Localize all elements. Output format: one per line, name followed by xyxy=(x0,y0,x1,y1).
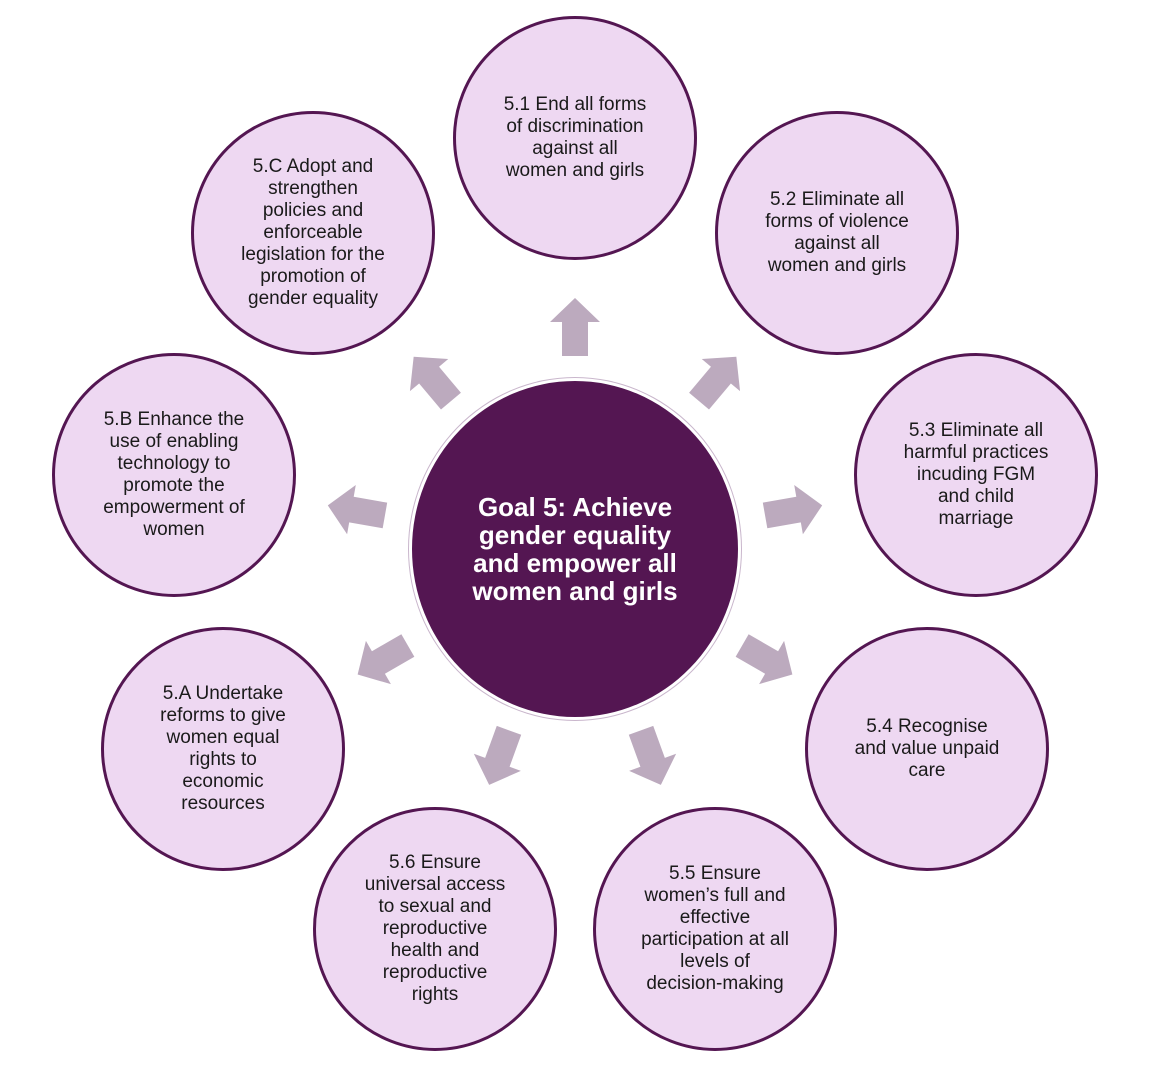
target-5-5: 5.5 Ensure women’s full and effective pa… xyxy=(593,807,837,1051)
arrow-to-target-5-5-icon xyxy=(628,725,677,785)
target-5-6-label: 5.6 Ensure universal access to sexual an… xyxy=(364,852,506,1005)
goal-5-center: Goal 5: Achieve gender equality and empo… xyxy=(409,378,741,720)
target-5-1: 5.1 End all forms of discrimination agai… xyxy=(453,16,697,260)
target-5-4-label: 5.4 Recognise and value unpaid care xyxy=(854,716,1000,781)
arrow-to-target-5-a-icon xyxy=(357,634,415,685)
target-5-6: 5.6 Ensure universal access to sexual an… xyxy=(313,807,557,1051)
target-5-a-label: 5.A Undertake reforms to give women equa… xyxy=(160,683,286,814)
target-5-c-label: 5.C Adopt and strengthen policies and en… xyxy=(241,156,385,309)
target-5-2: 5.2 Eliminate all forms of violence agai… xyxy=(715,111,959,355)
target-5-5-label: 5.5 Ensure women’s full and effective pa… xyxy=(641,863,789,994)
arrow-group xyxy=(327,298,823,785)
arrow-to-target-5-1-icon xyxy=(550,298,600,356)
arrow-to-target-5-b-icon xyxy=(327,484,388,535)
target-5-b: 5.B Enhance the use of enabling technolo… xyxy=(52,353,296,597)
arrow-to-target-5-2-icon xyxy=(689,356,741,410)
target-5-c: 5.C Adopt and strengthen policies and en… xyxy=(191,111,435,355)
target-5-3-label: 5.3 Eliminate all harmful practices incu… xyxy=(903,420,1049,529)
arrow-to-target-5-4-icon xyxy=(735,634,793,685)
goal-5-label: Goal 5: Achieve gender equality and empo… xyxy=(472,492,678,606)
target-5-3: 5.3 Eliminate all harmful practices incu… xyxy=(854,353,1098,597)
target-5-b-label: 5.B Enhance the use of enabling technolo… xyxy=(103,409,245,540)
target-5-a: 5.A Undertake reforms to give women equa… xyxy=(101,627,345,871)
target-5-2-label: 5.2 Eliminate all forms of violence agai… xyxy=(765,189,909,276)
arrow-to-target-5-6-icon xyxy=(473,725,522,785)
target-5-4: 5.4 Recognise and value unpaid care xyxy=(805,627,1049,871)
arrow-to-target-5-c-icon xyxy=(409,356,461,410)
arrow-to-target-5-3-icon xyxy=(762,484,823,535)
target-5-1-label: 5.1 End all forms of discrimination agai… xyxy=(503,94,647,181)
